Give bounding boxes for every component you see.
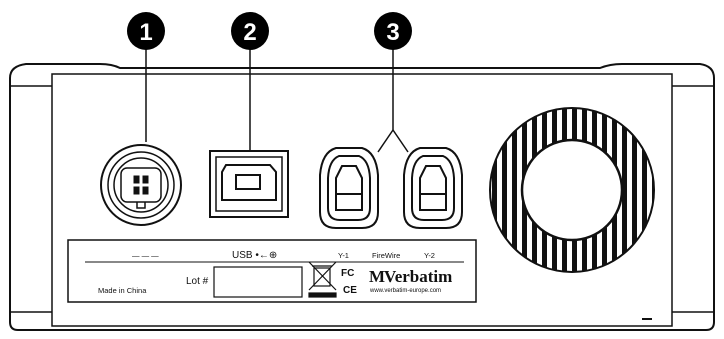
made-in-label: Made in China <box>98 286 147 295</box>
lot-label: Lot # <box>186 276 209 287</box>
fan-slot <box>632 108 637 272</box>
ce-mark-icon: CE <box>343 285 357 296</box>
callout-3: 3 <box>374 12 412 50</box>
firewire-port-1-label: Y-1 <box>338 251 349 260</box>
usb-port <box>209 150 289 218</box>
fan-slot <box>642 108 647 272</box>
fan-slot <box>652 108 654 272</box>
fan-slot <box>622 108 627 272</box>
firewire-text: FireWire <box>372 251 400 260</box>
verbatim-logo-icon: M <box>369 267 385 286</box>
fan-grille-icon <box>489 107 655 273</box>
svg-text:1: 1 <box>139 19 152 46</box>
callout-lines <box>145 48 409 153</box>
lot-field <box>213 266 303 298</box>
crossed-out-bin-icon <box>308 261 337 298</box>
fcc-mark-icon: FC <box>341 268 354 279</box>
power-connector <box>100 144 182 226</box>
svg-text:3: 3 <box>386 19 399 46</box>
fan-slot <box>492 108 497 272</box>
usb-label: USB •←⊕ <box>232 250 277 261</box>
firewire-port-1 <box>319 147 379 229</box>
label-panel: — — — USB •←⊕ Y-1 FireWire Y-2 Made in C… <box>67 239 477 303</box>
brand-name: Verbatim <box>384 267 452 286</box>
firewire-port-2 <box>403 147 463 229</box>
svg-text:2: 2 <box>243 19 256 46</box>
website-label: www.verbatim-europe.com <box>369 288 441 294</box>
firewire-port-2-label: Y-2 <box>424 251 435 260</box>
fan-slot <box>502 108 507 272</box>
callout-2: 2 <box>231 12 269 50</box>
callout-1: 1 <box>127 12 165 50</box>
fan-slot <box>512 108 517 272</box>
enclosure-body <box>9 63 715 331</box>
power-mark: — — — <box>132 251 159 260</box>
